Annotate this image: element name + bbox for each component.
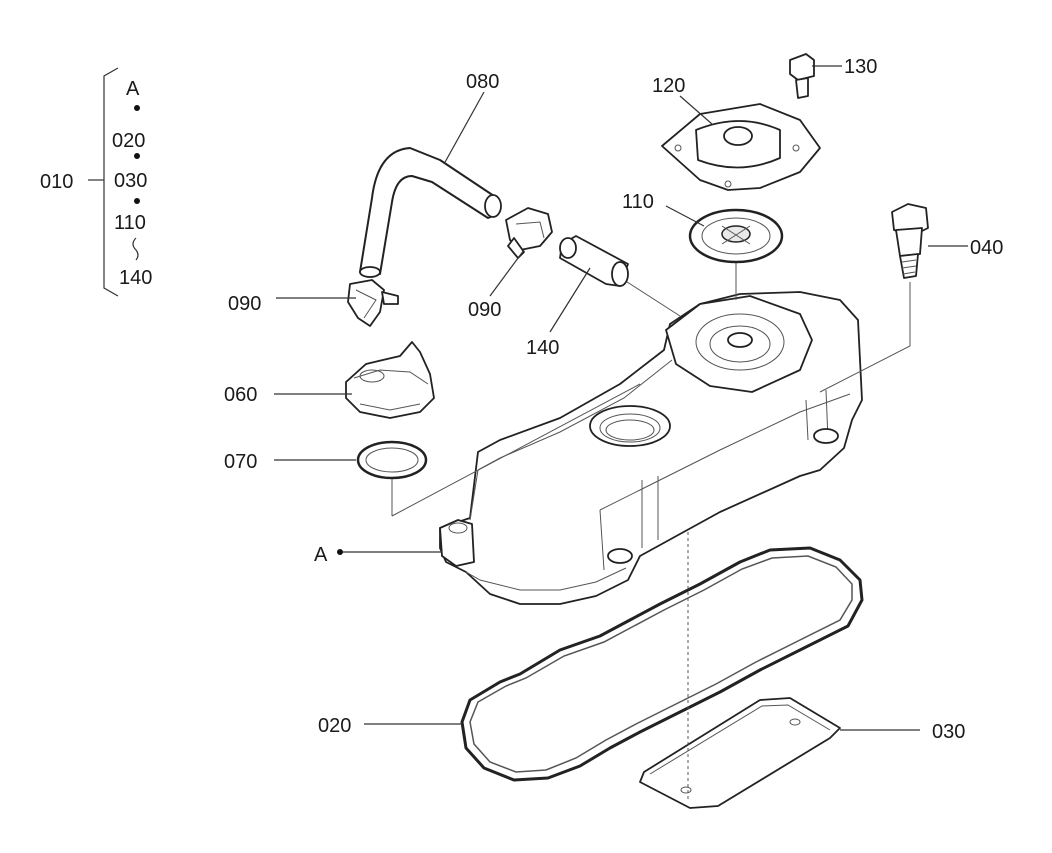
callout-060: 060 [224,384,257,406]
callout-130: 130 [844,56,877,78]
legend-item-a: A [126,78,140,100]
legend-item-110: 110 [114,212,146,234]
callout-110: 110 [622,191,654,213]
legend-item-020: 020 [112,130,145,152]
oil-filler-cap-060 [345,341,435,419]
callout-120: 120 [652,75,685,97]
guide-line-040 [819,282,911,393]
breather-hose-080 [359,147,502,278]
callout-140: 140 [526,337,559,359]
guide-line-140 [623,279,681,317]
legend-bracket [103,67,119,297]
callout-030: 030 [932,721,965,743]
callout-020: 020 [318,715,351,737]
baffle-plate-030 [639,697,841,809]
legend-item-140: 140 [119,267,152,289]
o-ring-070 [356,440,428,480]
pipe-140 [559,235,629,287]
bolt-040 [891,203,929,279]
callout-leaders [274,65,968,731]
gasket-020 [460,546,864,782]
valve-cover-body [439,291,863,605]
legend-group-label: 010 [40,171,73,193]
hose-clamp-090-left [347,279,399,327]
legend-group: 010 A 020 030 110 140 [40,67,152,297]
callout-a: A [314,544,328,566]
breather-cover-120 [661,103,821,191]
callout-090-left: 090 [228,293,261,315]
callout-070: 070 [224,451,257,473]
legend-range-tilde [132,237,139,261]
guide-line-filler [391,383,641,517]
hose-clamp-090-right [505,207,553,259]
callout-080: 080 [466,71,499,93]
callout-labels: 080 120 130 110 040 090 090 140 060 070 … [224,56,1003,743]
callout-090-right: 090 [468,299,501,321]
legend-item-030: 030 [114,170,147,192]
diaphragm-110 [688,208,784,264]
screw-130 [789,53,815,99]
callout-040: 040 [970,237,1003,259]
